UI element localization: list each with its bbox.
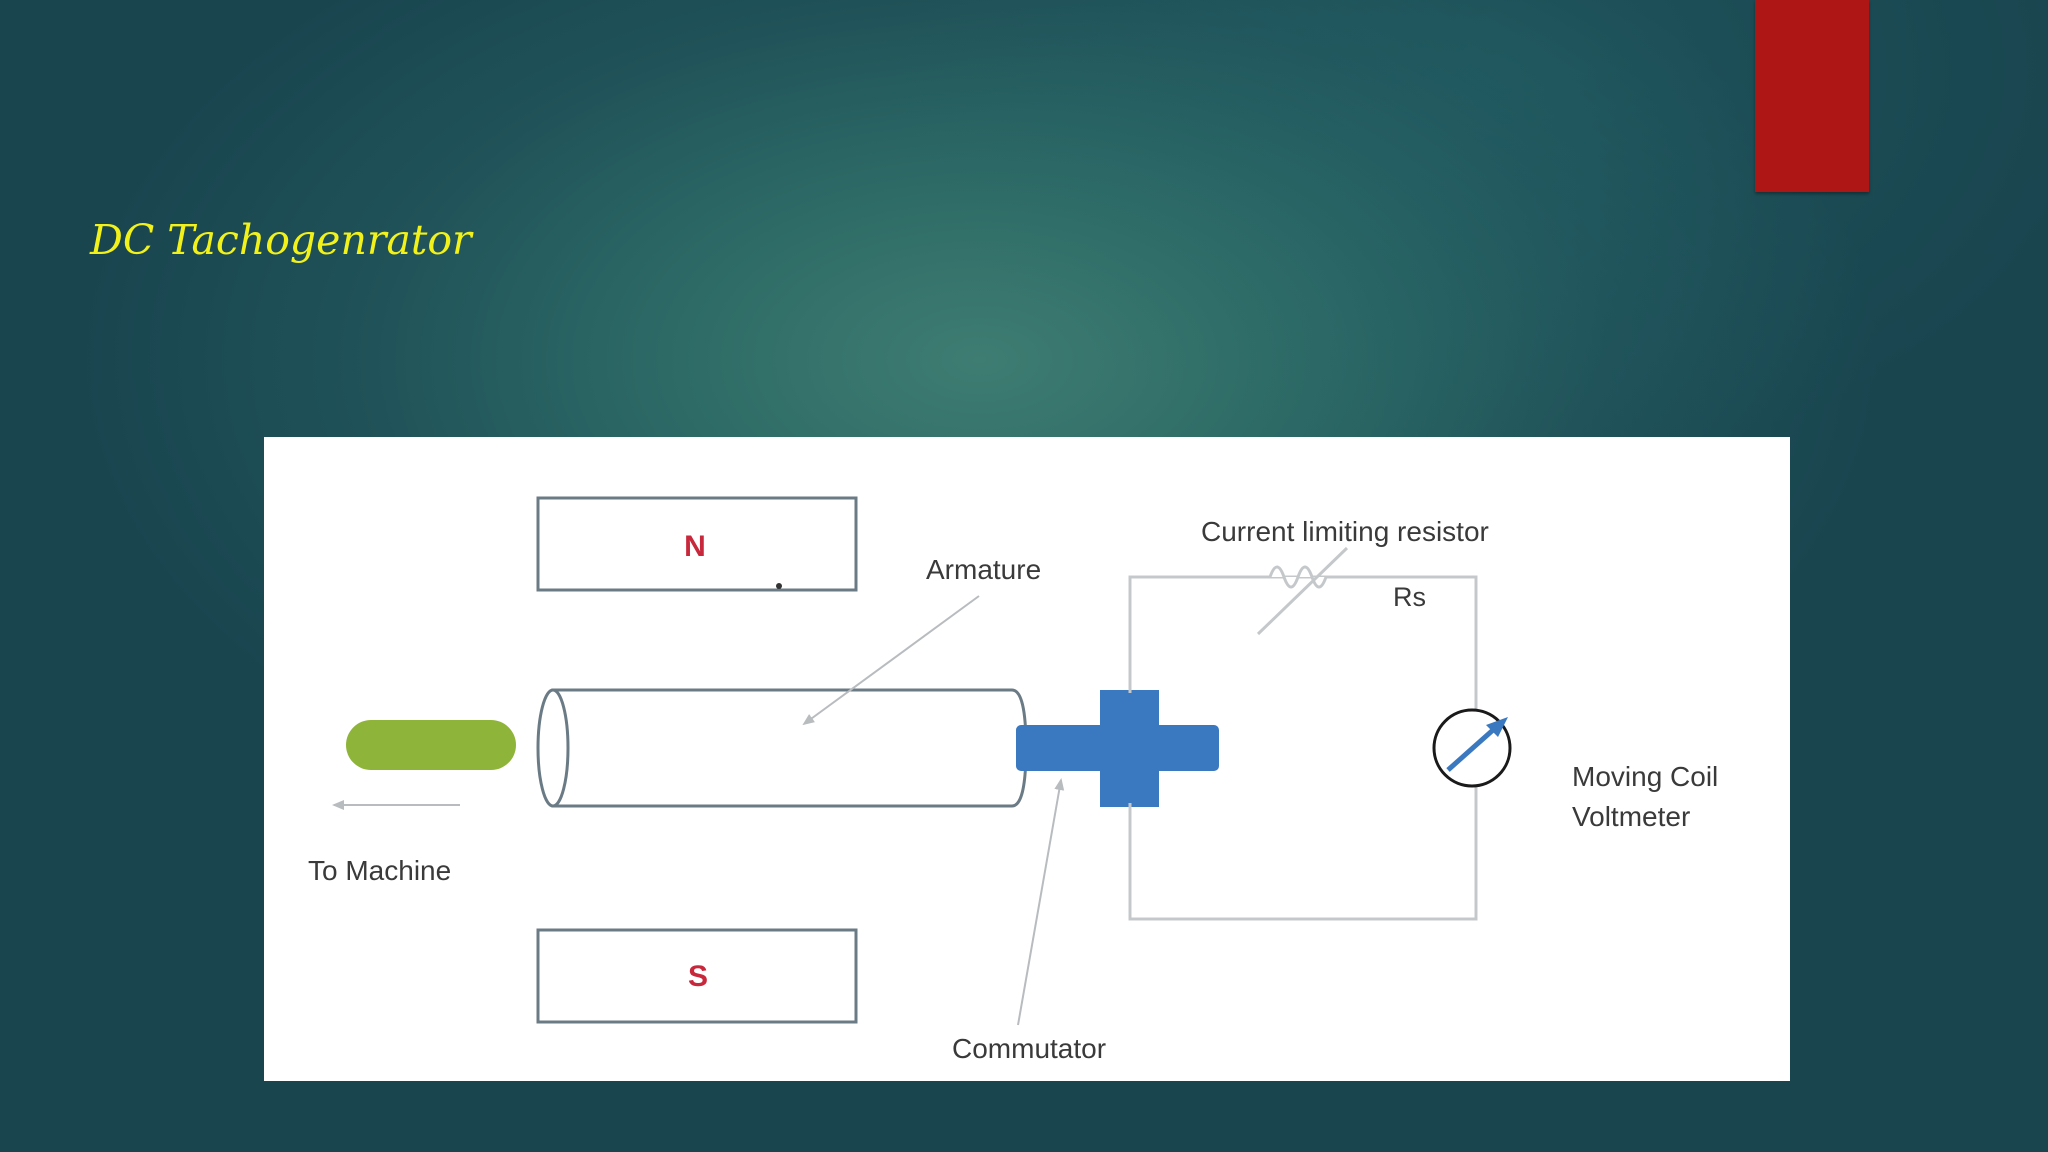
south-pole-label: S — [688, 960, 708, 993]
voltmeter-label-line2: Voltmeter — [1572, 801, 1690, 832]
slide-title: DC Tachogenrator — [90, 216, 472, 264]
south-magnet — [536, 928, 858, 1024]
commutator-label: Commutator — [952, 1033, 1106, 1064]
commutator-segment — [1100, 690, 1159, 807]
tachogenerator-diagram: N S Armature Commutator To Machine Curre… — [308, 496, 1718, 1064]
armature-cylinder — [551, 688, 1028, 808]
resistor-symbol-label: Rs — [1393, 582, 1426, 612]
north-magnet — [536, 496, 858, 592]
accent-bar — [1755, 0, 1869, 192]
magnet-dot — [776, 583, 782, 589]
armature-pointer — [802, 595, 980, 726]
resistor-adjust-arrow — [1256, 546, 1349, 636]
resistor-symbol — [1268, 565, 1328, 589]
diagram-panel: N S Armature Commutator To Machine Curre… — [264, 437, 1790, 1081]
armature-label: Armature — [926, 554, 1041, 585]
resistor-label: Current limiting resistor — [1201, 516, 1489, 547]
north-pole-label: N — [684, 530, 706, 563]
shaft — [346, 720, 516, 770]
commutator-pointer — [1017, 778, 1065, 1026]
to-machine-label: To Machine — [308, 855, 451, 886]
voltmeter-label-line1: Moving Coil — [1572, 761, 1718, 792]
armature-end-face — [536, 688, 570, 808]
voltmeter-needle-head — [1486, 717, 1508, 737]
